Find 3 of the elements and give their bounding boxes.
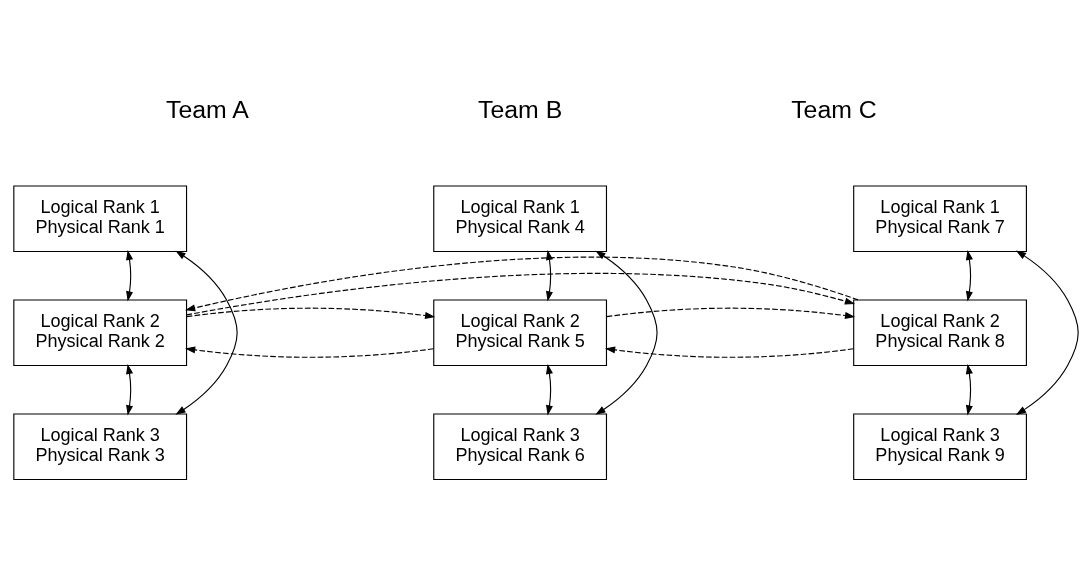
label: Team A [166,95,249,123]
label: Team B [478,95,563,123]
label: Team C [791,95,877,123]
